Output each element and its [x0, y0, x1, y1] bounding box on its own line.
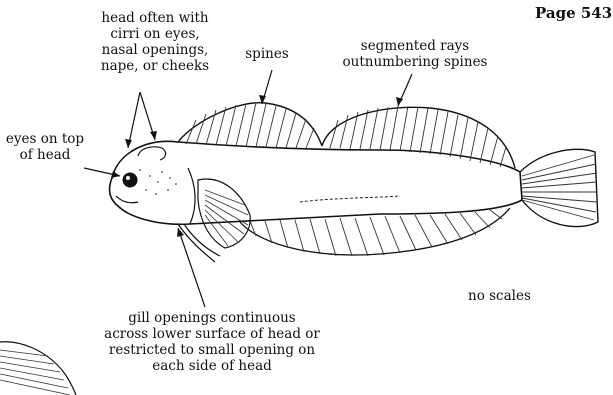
nape-cirrus	[138, 147, 166, 160]
soft-dorsal-fin-rays	[330, 106, 506, 167]
label-no-scales: no scales	[468, 288, 531, 304]
page-number-label: Page 543	[535, 4, 612, 22]
pectoral-fin	[198, 179, 250, 248]
eye	[123, 173, 137, 187]
label-segmented-rays: segmented rays outnumbering spines	[330, 38, 500, 70]
head-cirri-arrow-left	[128, 92, 140, 148]
lateral-line	[300, 196, 400, 202]
caudal-fin-rays	[522, 155, 597, 220]
mouth-line	[116, 196, 138, 203]
label-eyes-on-top: eyes on top of head	[0, 131, 90, 163]
spiny-dorsal-fin	[178, 103, 322, 146]
caudal-fin	[520, 149, 598, 226]
label-head-cirri: head often with cirri on eyes, nasal ope…	[84, 10, 226, 74]
fish-body-outline	[110, 141, 522, 224]
label-gill-openings: gill openings continuous across lower su…	[92, 310, 332, 374]
label-spines: spines	[232, 46, 302, 62]
partial-fin-fragment-rays	[0, 350, 70, 395]
head-stipple	[139, 169, 177, 195]
anal-fin-rays	[250, 210, 502, 256]
gill-cover-line	[188, 168, 195, 224]
spiny-dorsal-fin-spines	[186, 103, 314, 148]
